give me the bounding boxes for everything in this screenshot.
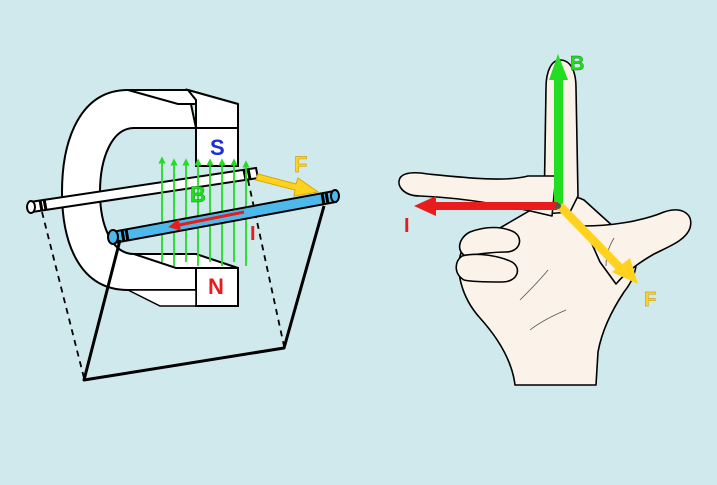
hand-vectors xyxy=(414,54,638,284)
apparatus-force-label: F xyxy=(294,152,307,177)
ring-finger xyxy=(458,226,521,257)
little-finger xyxy=(455,253,519,283)
lower-arm-front xyxy=(127,289,197,307)
south-pole-label: S xyxy=(210,135,225,160)
hand-force-arrow xyxy=(556,203,638,284)
hand-current-arrow xyxy=(414,196,558,216)
north-pole-label: N xyxy=(208,274,224,299)
hand-force-label: F xyxy=(644,289,656,311)
middle-finger xyxy=(583,209,692,285)
apparatus-current-label: I xyxy=(250,223,256,245)
horseshoe-magnet xyxy=(60,88,239,307)
left-hand xyxy=(398,59,692,386)
current-arrow xyxy=(168,210,245,231)
force-arrow xyxy=(255,173,320,197)
hand-field-arrow xyxy=(549,54,568,206)
apparatus-field-label: B xyxy=(190,182,206,207)
hand-current-label: I xyxy=(404,215,410,237)
front-wire-loop xyxy=(82,205,326,382)
hand-field-label: B xyxy=(570,53,584,75)
upper-arm-side xyxy=(185,88,239,129)
back-rod xyxy=(26,166,260,214)
magnet-apparatus: S N B F I xyxy=(26,88,340,382)
